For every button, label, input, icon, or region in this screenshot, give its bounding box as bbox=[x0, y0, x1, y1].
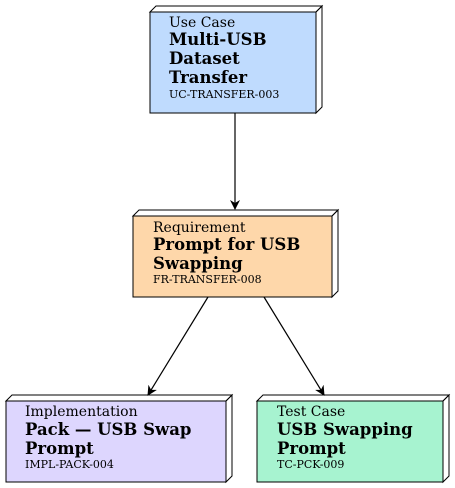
node-title-line: Prompt for USB bbox=[153, 235, 300, 254]
box-front-face bbox=[5, 400, 227, 483]
node-kind-label: Test Case bbox=[277, 404, 345, 420]
node-kind-label: Requirement bbox=[153, 220, 246, 236]
box-front-face bbox=[132, 215, 333, 298]
node-title-line: Prompt bbox=[25, 439, 94, 458]
node-id-label: IMPL-PACK-004 bbox=[25, 458, 114, 471]
node-implementation[interactable]: Implementation Pack — USB Swap Prompt IM… bbox=[4, 393, 234, 484]
node-title-line: USB Swapping bbox=[277, 420, 413, 439]
node-requirement[interactable]: Requirement Prompt for USB Swapping FR-T… bbox=[131, 208, 340, 299]
edge-requirement-to-implementation bbox=[147, 296, 209, 396]
node-title-line: Dataset bbox=[169, 49, 240, 68]
edge-requirement-to-testcase bbox=[263, 296, 325, 396]
node-kind-label: Implementation bbox=[25, 404, 138, 420]
box-top-face bbox=[255, 394, 451, 402]
node-title-line: Transfer bbox=[169, 68, 247, 87]
node-use-case[interactable]: Use Case Multi-USB Dataset Transfer UC-T… bbox=[148, 4, 324, 115]
box-front-face bbox=[256, 400, 444, 483]
edges bbox=[147, 113, 325, 396]
node-id-label: TC-PCK-009 bbox=[277, 458, 344, 471]
box-side-face bbox=[331, 208, 339, 299]
node-id-label: FR-TRANSFER-008 bbox=[153, 273, 262, 286]
box-front-face bbox=[149, 11, 317, 114]
box-top-face bbox=[148, 5, 324, 13]
node-title-line: Multi-USB bbox=[169, 30, 267, 49]
box-top-face bbox=[131, 209, 340, 217]
box-side-face bbox=[442, 393, 450, 484]
node-test-case[interactable]: Test Case USB Swapping Prompt TC-PCK-009 bbox=[255, 393, 451, 484]
box-top-face bbox=[4, 394, 234, 402]
node-title-line: Swapping bbox=[153, 254, 243, 273]
node-id-label: UC-TRANSFER-003 bbox=[169, 88, 279, 101]
box-side-face bbox=[315, 4, 323, 115]
box-side-face bbox=[225, 393, 233, 484]
node-title-line: Pack — USB Swap bbox=[25, 420, 191, 439]
node-title-line: Prompt bbox=[277, 439, 346, 458]
node-kind-label: Use Case bbox=[169, 15, 235, 31]
